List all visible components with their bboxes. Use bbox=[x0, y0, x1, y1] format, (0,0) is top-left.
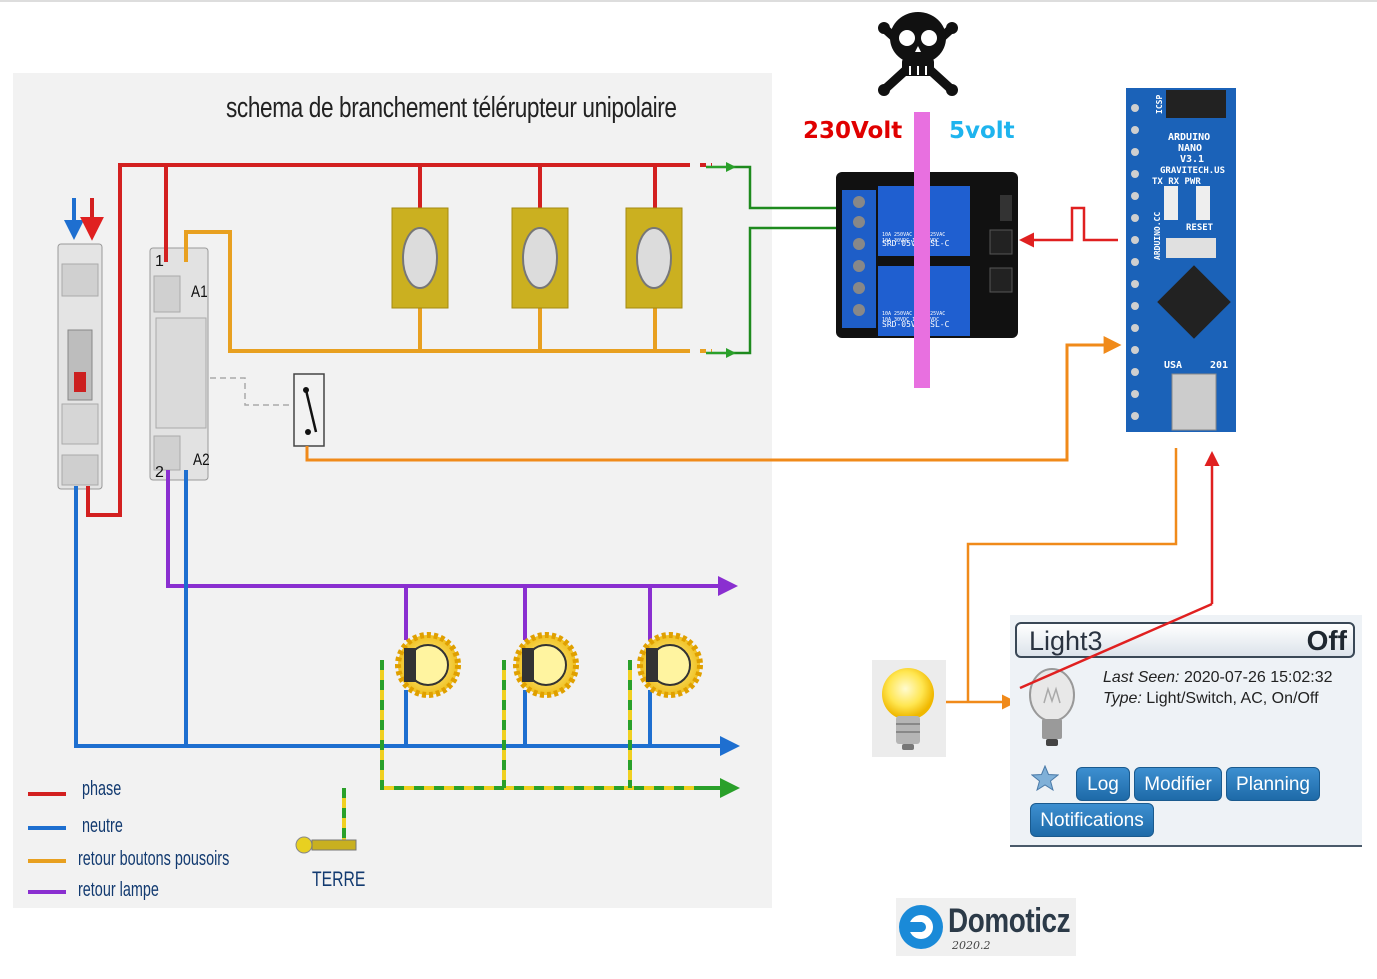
terminal-a2-label: A2 bbox=[193, 450, 210, 469]
arduino-footer-right: 201 bbox=[1210, 360, 1228, 371]
legend-phase: phase bbox=[82, 778, 122, 800]
earth-wires bbox=[342, 660, 730, 842]
lamp-return-wires bbox=[166, 470, 720, 640]
earth-stake bbox=[295, 836, 357, 854]
legend-retour-lampe: retour lampe bbox=[78, 879, 159, 901]
notifications-button[interactable]: Notifications bbox=[1030, 803, 1154, 837]
relay-control-signal bbox=[1019, 206, 1118, 248]
arduino-side-url: ARDUINO.CC bbox=[1153, 212, 1162, 260]
domoticz-logo: Domoticz 2020.2 bbox=[896, 898, 1076, 956]
type-label: Type: bbox=[1103, 690, 1142, 707]
earth-label: TERRE bbox=[312, 868, 366, 891]
terminal-2-label: 2 bbox=[155, 464, 164, 481]
arduino-maker: GRAVITECH.US bbox=[1160, 166, 1225, 176]
terminal-a1-label: A1 bbox=[191, 282, 208, 301]
arduino-nano-board: ARDUINO NANO V3.1 GRAVITECH.US TX RX PWR… bbox=[1126, 88, 1236, 432]
pushbutton-2 bbox=[511, 207, 569, 309]
arduino-footer-left: USA bbox=[1164, 360, 1182, 371]
device-status: Off bbox=[1306, 625, 1347, 656]
type-value: Light/Switch, AC, On/Off bbox=[1146, 690, 1319, 707]
lamp-3 bbox=[637, 632, 703, 698]
domoticz-logo-version: 2020.2 bbox=[952, 939, 991, 952]
phase-wires bbox=[86, 163, 712, 517]
pushbutton-3 bbox=[625, 207, 683, 309]
device-name: Light3 bbox=[1029, 626, 1103, 656]
last-seen-value: 2020-07-26 15:02:32 bbox=[1183, 669, 1333, 686]
arduino-side: ICSP bbox=[1155, 95, 1164, 114]
device-header: Light3 Off bbox=[1015, 622, 1355, 658]
star-icon[interactable] bbox=[1031, 765, 1059, 791]
arduino-leds: TX RX PWR bbox=[1152, 177, 1201, 187]
contact-switch bbox=[210, 373, 325, 447]
relay-rating-1a: 10A 250VAC 10A 125VAC bbox=[882, 232, 945, 238]
pushbutton-return-wires bbox=[184, 230, 712, 353]
arduino-reset: RESET bbox=[1186, 223, 1214, 233]
relay-rating-2a: 10A 250VAC 10A 125VAC bbox=[882, 311, 945, 317]
domoticz-logo-icon bbox=[899, 905, 943, 949]
arduino-name: ARDUINO bbox=[1168, 132, 1210, 143]
light-bulb-icon bbox=[872, 660, 946, 757]
schema-title: schema de branchement télérupteur unipol… bbox=[226, 92, 677, 124]
lamp-2 bbox=[513, 632, 579, 698]
relay-rating-1b: 10A 30VDC 10A 28VDC bbox=[882, 238, 939, 244]
voltage-high-label: 230Volt bbox=[803, 118, 903, 144]
edit-button[interactable]: Modifier bbox=[1134, 767, 1222, 801]
arduino-version: V3.1 bbox=[1180, 154, 1204, 165]
timers-button[interactable]: Planning bbox=[1226, 767, 1320, 801]
skull-crossbones-icon bbox=[878, 12, 958, 96]
relay-rating-2b: 10A 30VDC 10A 28VDC bbox=[882, 317, 939, 323]
legend-retour-boutons: retour boutons pousoirs bbox=[78, 848, 230, 870]
remote-switch-module bbox=[149, 247, 209, 481]
last-seen-line: Last Seen: 2020-07-26 15:02:32 bbox=[1103, 669, 1333, 687]
log-button[interactable]: Log bbox=[1076, 767, 1130, 801]
terminal-1-label: 1 bbox=[155, 253, 164, 270]
pushbutton-1 bbox=[391, 207, 449, 309]
type-line: Type: Light/Switch, AC, On/Off bbox=[1103, 690, 1319, 708]
last-seen-label: Last Seen: bbox=[1103, 669, 1180, 686]
bulb-off-icon[interactable] bbox=[1024, 667, 1080, 749]
schema-panel bbox=[13, 73, 772, 908]
legend-neutre: neutre bbox=[82, 815, 123, 837]
domoticz-logo-name: Domoticz bbox=[948, 902, 1071, 940]
voltage-low-label: 5volt bbox=[949, 118, 1015, 144]
voltage-separator bbox=[914, 112, 930, 388]
lamp-1 bbox=[395, 632, 461, 698]
circuit-breaker bbox=[57, 243, 103, 490]
domoticz-device-card: Light3 Off Last Seen: 2020-07-26 15:02:3… bbox=[1010, 615, 1362, 847]
network-wire bbox=[966, 448, 1178, 702]
sensor-wire bbox=[305, 336, 1122, 462]
arduino-model: NANO bbox=[1178, 143, 1202, 154]
